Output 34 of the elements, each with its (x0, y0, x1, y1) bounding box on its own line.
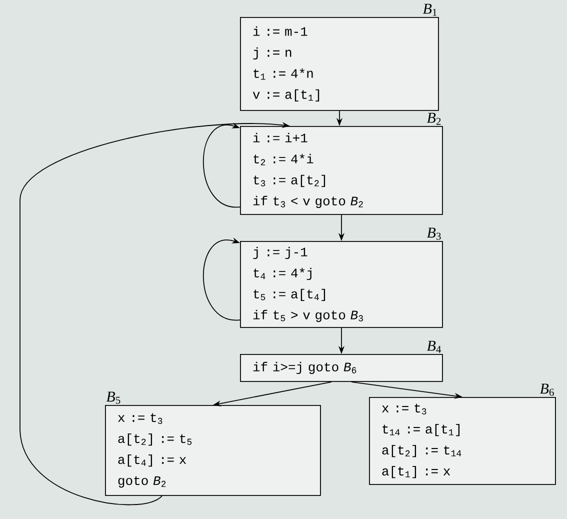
node-label: a[t$_{4}$] := x (118, 454, 186, 467)
block-label: B$_{6}$ (540, 384, 554, 396)
block-label: B$_{5}$ (106, 392, 120, 404)
basic-block-box: x := t$_{3}$ a[t$_{2}$] := t$_{5}$ a[t$_{4}$] := x goto B$_{2}$ (105, 405, 321, 496)
node-label: j := n (253, 47, 292, 60)
node-label: t$_{1}$ := 4*n (254, 68, 313, 80)
node-label: if t$_{3}$ < v goto B$_{2}$ (253, 196, 363, 208)
node-label: a[t$_{1}$] := x (382, 466, 450, 478)
node-label: t$_{5}$ := a[t$_{4}$] (254, 288, 326, 302)
node-label: if t$_{5}$ > v goto B$_{3}$ (253, 310, 363, 322)
arrow (202, 122, 240, 208)
node-label: i := i+1 (253, 132, 308, 142)
node-label: t$_{4}$ := 4*j (254, 268, 312, 280)
node-label: a[t$_{2}$] := t$_{5}$ (118, 434, 192, 446)
basic-block-box: i := m-1 j := n t$_{1}$ := 4*n v := a[t$_{1}$] (240, 17, 439, 111)
block-label: B$_{4}$ (426, 340, 442, 353)
node-label: x := t$_{3}$ (118, 413, 162, 424)
basic-block-box: j := j-1 t$_{4}$ := 4*j t$_{5}$ := a[t$_{4}$] if t$_{5}$ > v goto B$_{3}$ (240, 241, 443, 328)
node-label: goto B$_{2}$ (118, 476, 166, 488)
node-label: v := a[t$_{1}$] (252, 89, 320, 102)
block-label: B$_{1}$ (422, 4, 437, 16)
basic-block-box: i := i+1 t$_{2}$ := 4*i t$_{3}$ := a[t$_{2}$] if t$_{3}$ < v goto B$_{2}$ (240, 126, 443, 215)
node-label: a[t$_{2}$] := t$_{14}$ (382, 445, 462, 458)
basic-block-box: x := t$_{3}$ t$_{14}$ := a[t$_{1}$] a[t$_{2}$] := t$_{14}$ a[t$_{1}$] := x (369, 397, 556, 485)
block-label: B$_{3}$ (426, 228, 441, 240)
node-label: j := j-1 (253, 246, 308, 260)
node-label: i := m-1 (253, 26, 308, 36)
node-label: t$_{3}$ := a[t$_{2}$] (254, 174, 326, 188)
node-label: t$_{14}$ := a[t$_{1}$] (382, 424, 460, 436)
node-label: x := t$_{3}$ (382, 404, 426, 414)
arrow (202, 238, 240, 320)
basic-block-box: if i>=j goto B$_{6}$ (240, 354, 443, 382)
block-label: B$_{2}$ (426, 112, 441, 125)
node-label: t$_{2}$ := 4*i (254, 154, 314, 166)
